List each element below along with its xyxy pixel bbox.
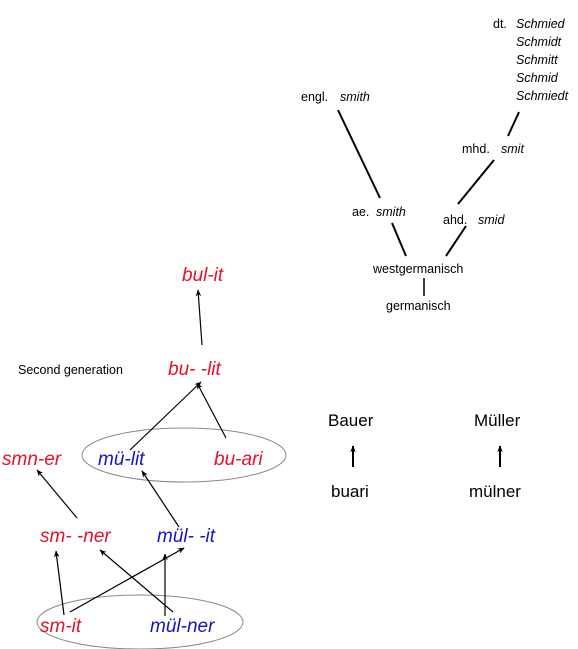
- mhd-form: smit: [501, 142, 524, 156]
- edge-ae-west: [391, 222, 407, 257]
- first-generation-ellipse: [36, 594, 244, 649]
- etymology-tree: dt. Schmied Schmidt Schmitt Schmid Schmi…: [301, 17, 569, 313]
- word-sm-it: sm-it: [40, 616, 82, 637]
- arrow-smit-to-mulit: [69, 547, 185, 613]
- middle-generation-ellipse: [81, 427, 287, 483]
- edge-mhd-ahd: [457, 159, 495, 205]
- ae-form: smith: [376, 205, 406, 219]
- second-generation-label: Second generation: [18, 363, 123, 377]
- mueller-label: Müller: [474, 411, 521, 430]
- dt-form-3: Schmitt: [516, 53, 558, 67]
- mhd-prefix: mhd.: [462, 142, 490, 156]
- germanisch-node: germanisch: [386, 299, 451, 313]
- dt-prefix: dt.: [493, 17, 507, 31]
- engl-form: smith: [340, 90, 370, 104]
- arrow-smit-to-smner: [54, 550, 65, 616]
- edge-dt-mhd: [507, 111, 520, 137]
- arrow-mulner-to-smner: [99, 549, 174, 613]
- word-smn-er: smn-er: [2, 449, 62, 470]
- arrow-buari-to-bulit: [196, 382, 227, 439]
- word-sm-ner: sm- -ner: [40, 526, 111, 547]
- ahd-form: smid: [478, 213, 505, 227]
- generation-diagram: Second generation bul-it bu- -lit smn-er…: [2, 265, 287, 649]
- word-bul-it: bul-it: [182, 265, 224, 286]
- word-bu-ari: bu-ari: [214, 449, 263, 470]
- ahd-prefix: ahd.: [443, 213, 467, 227]
- ae-prefix: ae.: [352, 205, 369, 219]
- westgermanisch-node: westgermanisch: [372, 262, 463, 276]
- muelner-label: mülner: [469, 482, 521, 501]
- word-mul-ner: mül-ner: [150, 616, 215, 637]
- arrow-mulit-lower-to-mulit: [141, 470, 180, 528]
- word-bu-lit: bu- -lit: [168, 359, 222, 380]
- arrow-mulit-to-bulit: [129, 381, 202, 451]
- word-mul-it: mül- -it: [157, 526, 216, 547]
- bauer-label: Bauer: [328, 411, 374, 430]
- arrow-smner-to-smner: [36, 469, 78, 519]
- derivation-group: Bauer buari Müller mülner: [328, 411, 521, 501]
- word-mu-lit: mü-lit: [98, 449, 145, 470]
- edge-ahd-west: [445, 225, 467, 257]
- arrow-bulit-top: [195, 289, 203, 346]
- dt-form-1: Schmied: [516, 17, 566, 31]
- edge-engl-ae: [337, 109, 381, 199]
- buari-label: buari: [331, 482, 369, 501]
- dt-form-4: Schmid: [516, 71, 559, 85]
- dt-form-2: Schmidt: [516, 35, 562, 49]
- dt-form-5: Schmiedt: [516, 89, 569, 103]
- engl-prefix: engl.: [301, 90, 328, 104]
